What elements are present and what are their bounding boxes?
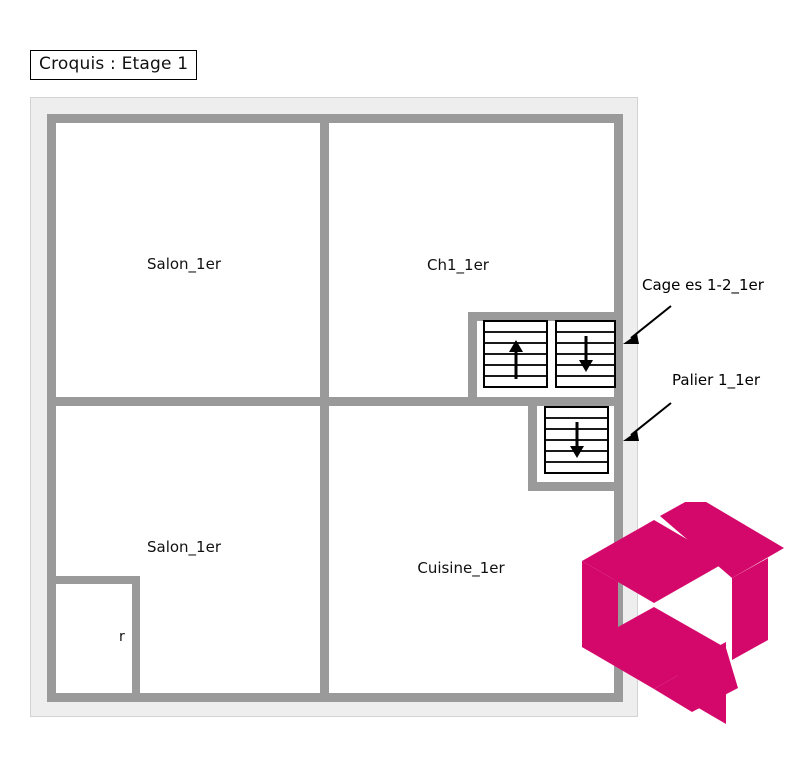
room-label-closet-fragment: r (119, 629, 125, 645)
stair-step (546, 450, 607, 452)
wall-outer-top (47, 114, 623, 123)
room-label-cuisine: Cuisine_1er (417, 559, 505, 577)
wall-palier-bottom (528, 482, 623, 491)
stair-step (546, 439, 607, 441)
stair-step (557, 375, 614, 377)
stair-down-cage (555, 320, 616, 388)
stair-down-palier (544, 406, 609, 474)
stair-step (557, 342, 614, 344)
wall-closet-top (47, 576, 140, 584)
room-label-chambre-1: Ch1_1er (427, 256, 489, 274)
floor-plan: Salon_1er Ch1_1er Salon_1er Cuisine_1er … (30, 97, 638, 717)
wall-closet-right (132, 576, 140, 701)
stair-step (485, 353, 546, 355)
brand-logo (582, 502, 784, 724)
stair-step (485, 342, 546, 344)
wall-outer-left (47, 114, 56, 702)
plan-interior-fill (47, 114, 623, 702)
stair-step (546, 428, 607, 430)
stair-step (557, 353, 614, 355)
room-label-salon-upper-left: Salon_1er (146, 255, 222, 273)
page-title: Croquis : Etage 1 (30, 50, 198, 80)
wall-outer-bottom (47, 693, 623, 702)
wall-layer: Salon_1er Ch1_1er Salon_1er Cuisine_1er … (31, 98, 639, 718)
annotation-label-palier: Palier 1_1er (672, 371, 761, 389)
wall-palier-left (528, 397, 537, 491)
stair-step (557, 331, 614, 333)
annotation-label-cage-escalier: Cage es 1-2_1er (642, 276, 764, 294)
stair-up-cage (483, 320, 548, 388)
stair-step (485, 375, 546, 377)
stair-step (546, 461, 607, 463)
wall-horizontal-left (47, 397, 329, 406)
room-label-salon-lower-left: Salon_1er (146, 538, 222, 556)
wall-cage-top (468, 312, 623, 321)
stair-step (546, 417, 607, 419)
wall-outer-right (614, 114, 623, 702)
wall-vertical-center (320, 114, 329, 702)
stair-step (485, 331, 546, 333)
stair-step (485, 364, 546, 366)
stair-step (557, 364, 614, 366)
wall-cage-left (468, 312, 477, 406)
wall-horizontal-right (320, 397, 477, 406)
wall-cage-bottom (468, 397, 623, 406)
